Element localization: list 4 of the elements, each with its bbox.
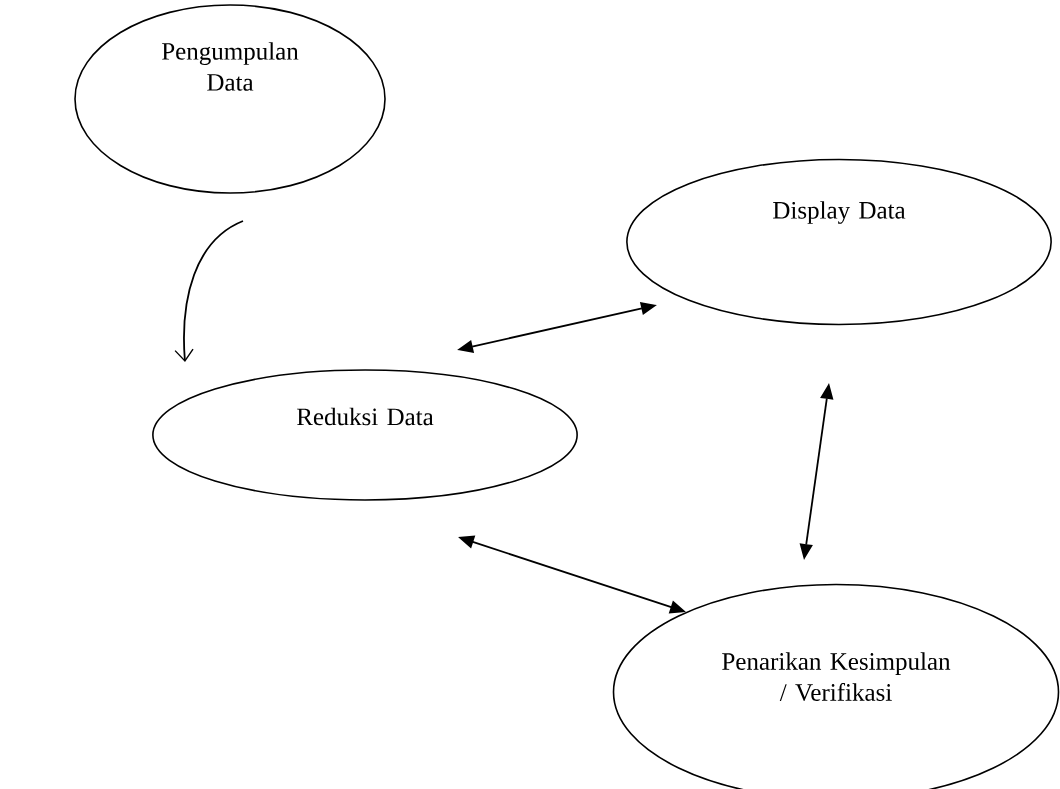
- ellipse-node: Pengumpulan Data: [74, 4, 386, 194]
- ellipse-node: Reduksi Data: [152, 369, 578, 501]
- arrow: [174, 220, 244, 362]
- ellipse-node: Display Data: [626, 158, 1052, 326]
